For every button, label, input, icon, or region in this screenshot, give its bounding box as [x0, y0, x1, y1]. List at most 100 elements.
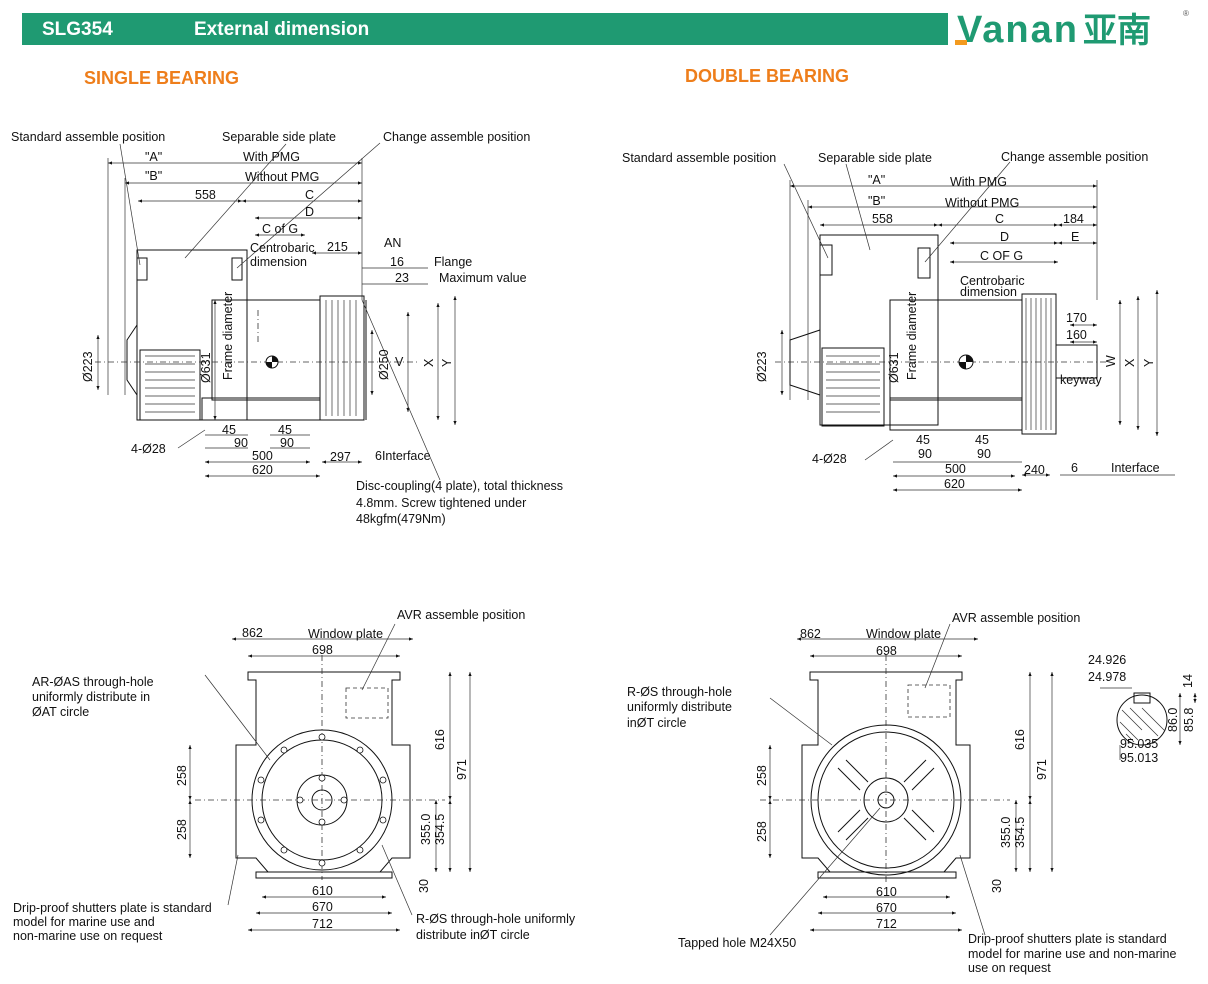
single-bearing-title: SINGLE BEARING [84, 68, 240, 88]
shaft-keyway-detail: 24.926 24.978 14 86.0 85.8 95.035 95.013 [1088, 653, 1197, 765]
double-dim-45b: 45 [975, 433, 989, 447]
double-bearing-side-view: Standard assemble position Separable sid… [622, 150, 1175, 492]
double-change-pos: Change assemble position [1001, 150, 1148, 164]
single-frame-diameter: Frame diameter [221, 292, 235, 380]
end-double-drip-line2: model for marine use and non-marine [968, 947, 1176, 961]
end-single-dim-354: 354.5 [433, 814, 447, 845]
double-dim-223: Ø223 [755, 351, 769, 382]
single-dim-b: "B" [145, 169, 162, 183]
end-single-avr: AVR assemble position [397, 608, 525, 622]
double-dim-184: 184 [1063, 212, 1084, 226]
double-keyway: keyway [1060, 373, 1102, 387]
single-centro2: dimension [250, 255, 307, 269]
double-with-pmg: With PMG [950, 175, 1007, 189]
end-single-rs-line1: R-ØS through-hole uniformly [416, 912, 576, 926]
logo-accent [955, 40, 967, 45]
double-dim-w: W [1104, 355, 1118, 367]
end-single-dim-616: 616 [433, 729, 447, 750]
shaft-dim-95013: 95.013 [1120, 751, 1158, 765]
single-change-pos: Change assemble position [383, 130, 530, 144]
double-sep-plate: Separable side plate [818, 151, 932, 165]
end-double-dim-670: 670 [876, 901, 897, 915]
double-dim-6: 6 [1071, 461, 1078, 475]
single-interface: 6Interface [375, 449, 431, 463]
double-dim-c: C [995, 212, 1004, 226]
double-std-pos: Standard assemble position [622, 151, 776, 165]
double-dim-558: 558 [872, 212, 893, 226]
end-double-dim-616: 616 [1013, 729, 1027, 750]
single-with-pmg: With PMG [243, 150, 300, 164]
double-centro2: dimension [960, 285, 1017, 299]
logo-chinese: 亚南 [1083, 11, 1151, 50]
single-max: Maximum value [439, 271, 527, 285]
registered-mark: ® [1183, 9, 1189, 18]
end-double-dim-712: 712 [876, 917, 897, 931]
single-dim-500: 500 [252, 449, 273, 463]
shaft-dim-858: 85.8 [1182, 708, 1196, 732]
shaft-dim-86: 86.0 [1166, 708, 1180, 732]
end-single-window: Window plate [308, 627, 383, 641]
single-std-pos: Standard assemble position [11, 130, 165, 144]
logo-mark: Vanan [957, 9, 1077, 50]
single-dim-90a: 90 [234, 436, 248, 450]
single-dim-631: Ø631 [199, 352, 213, 383]
single-centro1: Centrobaric [250, 241, 315, 255]
end-double-drip-line1: Drip-proof shutters plate is standard [968, 932, 1167, 946]
double-dim-y: Y [1142, 358, 1156, 367]
single-without-pmg: Without PMG [245, 170, 319, 184]
end-double-dim-610: 610 [876, 885, 897, 899]
double-centro1: Centrobaric [960, 274, 1025, 288]
double-bearing-end-view: AVR assemble position 862 Window plate 6… [627, 611, 1176, 975]
end-double-dim-971: 971 [1035, 759, 1049, 780]
end-single-ar-line2: uniformly distribute in [32, 690, 150, 704]
end-double-dim-698: 698 [876, 644, 897, 658]
end-single-dim-862: 862 [242, 626, 263, 640]
end-double-dim-30: 30 [990, 879, 1004, 893]
end-single-rs-line2: distribute inØT circle [416, 928, 530, 942]
single-dim-v: V [395, 355, 404, 369]
end-single-dim-258a: 258 [175, 765, 189, 786]
double-dim-a: "A" [868, 173, 885, 187]
double-dim-90b: 90 [977, 447, 991, 461]
end-double-dim-354: 354.5 [1013, 817, 1027, 848]
single-flange: Flange [434, 255, 472, 269]
single-dim-250: Ø250 [377, 349, 391, 380]
end-single-drip-line3: non-marine use on request [13, 929, 163, 943]
end-single-dim-258b: 258 [175, 819, 189, 840]
single-dim-d: D [305, 205, 314, 219]
end-double-tapped-hole: Tapped hole M24X50 [678, 936, 796, 950]
double-without-pmg: Without PMG [945, 196, 1019, 210]
single-dim-y: Y [440, 358, 454, 367]
end-single-drip-line2: model for marine use and [13, 915, 155, 929]
double-dim-e: E [1071, 230, 1079, 244]
single-disc-line3: 48kgfm(479Nm) [356, 512, 446, 526]
double-hole: 4-Ø28 [812, 452, 847, 466]
single-dim-a: "A" [145, 150, 162, 164]
end-single-dim-610: 610 [312, 884, 333, 898]
end-single-ar-line1: AR-ØAS through-hole [32, 675, 154, 689]
end-single-ar-line3: ØAT circle [32, 705, 89, 719]
single-cofg: C of G [262, 222, 298, 236]
shaft-dim-24926: 24.926 [1088, 653, 1126, 667]
single-bearing-side-view: Standard assemble position Separable sid… [11, 130, 563, 526]
double-dim-d: D [1000, 230, 1009, 244]
end-single-drip-line1: Drip-proof shutters plate is standard [13, 901, 212, 915]
end-double-avr: AVR assemble position [952, 611, 1080, 625]
double-dim-240: 240 [1024, 463, 1045, 477]
double-dim-500: 500 [945, 462, 966, 476]
single-an: AN [384, 236, 401, 250]
single-dim-620: 620 [252, 463, 273, 477]
single-dim-23: 23 [395, 271, 409, 285]
double-bearing-title: DOUBLE BEARING [685, 66, 850, 86]
single-disc-line2: 4.8mm. Screw tightened under [356, 496, 526, 510]
single-bearing-end-view: AVR assemble position 862 Window plate 6… [13, 608, 576, 943]
single-dim-45a: 45 [222, 423, 236, 437]
single-dim-215: 215 [327, 240, 348, 254]
double-dim-620: 620 [944, 477, 965, 491]
end-single-dim-971: 971 [455, 759, 469, 780]
single-dim-45b: 45 [278, 423, 292, 437]
model-number: SLG354 [42, 19, 113, 40]
end-single-dim-30: 30 [417, 879, 431, 893]
double-dim-b: "B" [868, 194, 885, 208]
double-frame-diameter: Frame diameter [905, 292, 919, 380]
